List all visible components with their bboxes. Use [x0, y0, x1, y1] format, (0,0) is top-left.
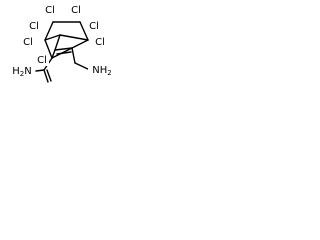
chlorine-label: Cl [23, 37, 33, 48]
bond [44, 39, 53, 59]
bond [35, 69, 45, 72]
label-bg [94, 36, 107, 48]
skeleton-bonds [43, 21, 91, 71]
bond [71, 47, 76, 64]
chlorine-labels: Cl Cl Cl Cl Cl Cl Cl [22, 4, 107, 66]
label-bg [36, 54, 49, 66]
bond [44, 21, 54, 41]
chemical-structure-diagram: Cl Cl Cl Cl Cl Cl Cl H2N NH2 [8, 4, 116, 83]
bond [71, 39, 89, 49]
double-bond [56, 51, 72, 55]
label-bg [44, 4, 57, 16]
bond [79, 21, 89, 41]
chlorine-label: Cl [89, 21, 99, 32]
chlorine-label: Cl [45, 5, 55, 16]
bond [59, 34, 89, 41]
label-bg [28, 20, 41, 32]
chlorine-label: Cl [29, 21, 39, 32]
label-bg [8, 65, 36, 77]
bond [74, 62, 91, 71]
bond [44, 34, 61, 41]
amide-label-left: H2N [12, 66, 31, 78]
amide-label-right: NH2 [92, 65, 111, 77]
label-bg [88, 64, 116, 76]
amide-labels: H2N NH2 [8, 64, 116, 83]
bond [43, 69, 49, 83]
bond [54, 34, 61, 51]
chlorine-label: Cl [37, 55, 47, 66]
chlorine-label: Cl [95, 37, 105, 48]
label-bg [70, 4, 83, 16]
bond [51, 49, 56, 59]
bond [54, 47, 73, 51]
double-bond [46, 69, 52, 82]
chlorine-label: Cl [71, 5, 81, 16]
label-bg [88, 20, 101, 32]
label-bg [22, 36, 35, 48]
